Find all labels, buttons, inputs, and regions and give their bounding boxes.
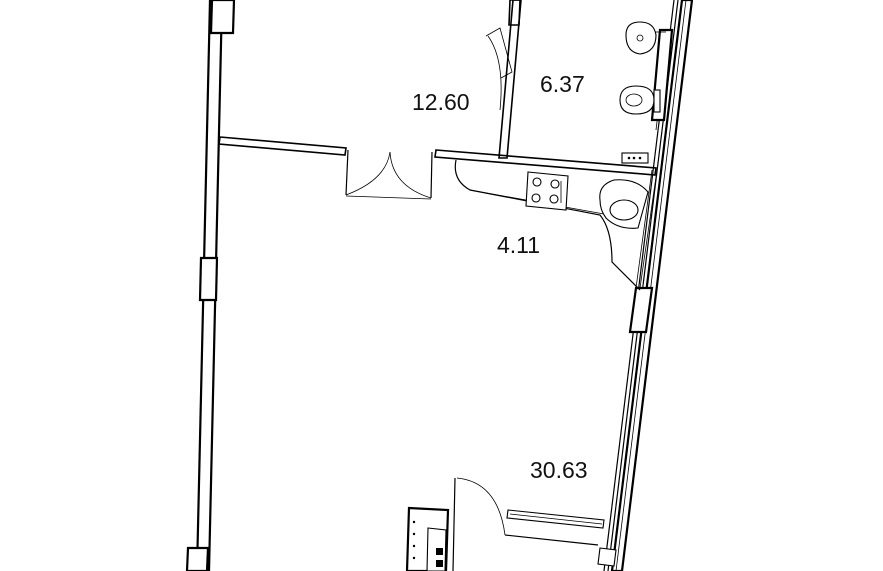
interior-walls bbox=[218, 0, 657, 176]
washing-machine-drain bbox=[621, 152, 649, 164]
bedroom-door bbox=[485, 27, 513, 111]
room-area-bathroom: 6.37 bbox=[540, 71, 585, 97]
bathroom-sink bbox=[625, 21, 666, 55]
right-exterior-wall bbox=[603, 0, 694, 571]
room-area-bedroom: 12.60 bbox=[412, 89, 470, 115]
left-exterior-wall bbox=[185, 0, 236, 571]
radiator bbox=[506, 509, 617, 567]
balcony-door bbox=[452, 477, 599, 571]
room-area-hallway: 4.11 bbox=[497, 232, 540, 258]
bathroom-toilet bbox=[619, 85, 661, 115]
ventilation-shaft bbox=[405, 506, 450, 571]
room-area-living: 30.63 bbox=[530, 457, 588, 483]
bathtub-corner bbox=[599, 179, 649, 229]
cooktop bbox=[525, 171, 569, 211]
double-door-living bbox=[345, 149, 433, 200]
